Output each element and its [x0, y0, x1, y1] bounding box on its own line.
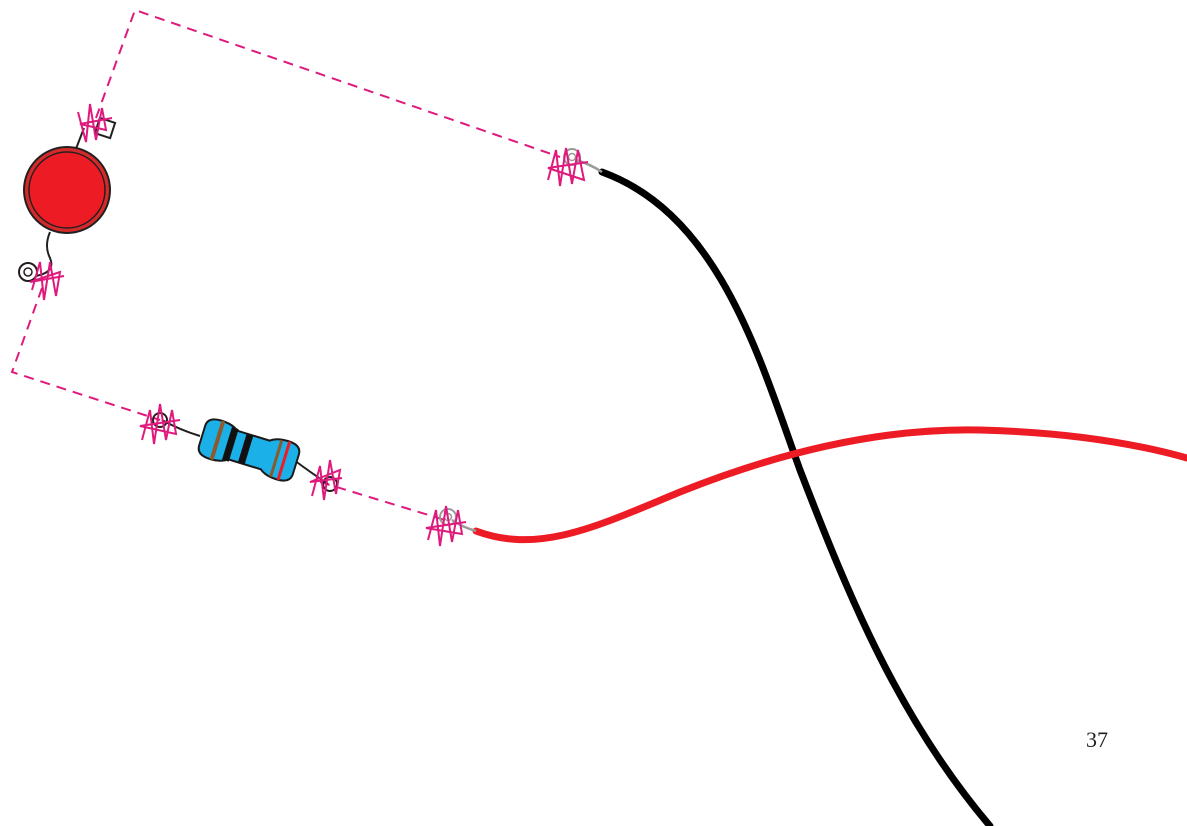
clip-marker-red-wire-icon[interactable]	[425, 505, 467, 547]
led[interactable]	[18, 116, 117, 282]
resistor-band-3	[237, 433, 254, 465]
black-wire-connector-coil-inner-icon	[567, 152, 577, 162]
red-wire[interactable]	[472, 426, 1187, 544]
resistor-left-coil-icon	[152, 412, 168, 428]
dashed-wire-top	[95, 8, 561, 158]
led-flat-square-icon	[93, 116, 117, 140]
dashed-wire-left	[10, 287, 161, 421]
resistor-band-5	[276, 441, 292, 481]
clip-marker-led-top-icon[interactable]	[77, 103, 113, 143]
resistor-band-2	[222, 427, 239, 462]
led-bottom-lead	[35, 231, 53, 277]
dashed-wire-bottom	[319, 481, 446, 521]
resistor[interactable]	[152, 412, 338, 492]
led-lead-coil-inner-icon	[23, 267, 33, 277]
clip-marker-led-bottom-icon[interactable]	[29, 261, 65, 301]
clip-marker-black-wire-icon[interactable]	[547, 147, 589, 187]
clip-marker-resistor-right-icon[interactable]	[309, 459, 343, 501]
led-lead-coil-icon	[18, 262, 38, 282]
led-body	[28, 151, 106, 229]
resistor-band-1	[209, 420, 226, 461]
clip-markers	[29, 103, 589, 547]
page-number: 37	[1086, 727, 1108, 752]
connectors	[439, 148, 581, 526]
clip-marker-resistor-left-icon[interactable]	[139, 403, 181, 445]
resistor-band-4	[269, 439, 284, 477]
black-wire[interactable]	[598, 168, 994, 826]
dashed-connections	[10, 8, 561, 521]
